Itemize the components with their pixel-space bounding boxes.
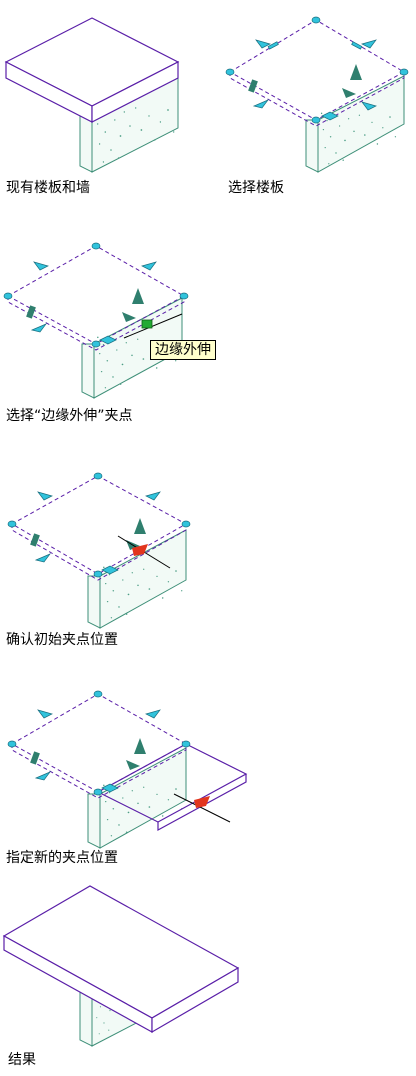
up-arrow-grip[interactable]: [134, 518, 146, 534]
figure-confirm-initial-grip: [7, 472, 191, 629]
figure-existing-slab-and-wall: [4, 17, 180, 173]
edge-arrow-grip[interactable]: [30, 323, 48, 333]
vertex-grip[interactable]: [91, 340, 101, 348]
depth-grip[interactable]: [26, 305, 36, 319]
edge-arrow-grip[interactable]: [145, 491, 161, 501]
selected-overhang-grip[interactable]: [141, 319, 153, 329]
vertex-grip[interactable]: [93, 472, 103, 480]
selected-slab-outline: [6, 245, 186, 345]
tooltip-edge-overhang: 边缘外伸: [150, 340, 216, 360]
caption-specify-new-grip: 指定新的夹点位置: [6, 850, 118, 866]
vertex-grip[interactable]: [93, 690, 103, 698]
vertex-grip[interactable]: [181, 520, 191, 528]
caption-select-overhang-grip: 选择“边缘外伸”夹点: [6, 408, 133, 424]
diag-arrow-grip[interactable]: [122, 312, 136, 322]
hot-grip[interactable]: [194, 796, 210, 808]
edge-arrow-grip[interactable]: [252, 99, 270, 109]
cursor-line: [123, 313, 183, 339]
up-arrow-grip[interactable]: [134, 738, 146, 754]
selected-slab-outline: [10, 693, 188, 793]
selected-slab-edge: [7, 296, 185, 351]
slab-front-edge: [151, 966, 239, 1034]
edge-overhang-grip[interactable]: [321, 111, 339, 121]
vertex-grip[interactable]: [179, 292, 189, 300]
figure-specify-new-grip: [7, 690, 248, 849]
edge-arrow-grip[interactable]: [37, 709, 53, 719]
vertex-grip[interactable]: [3, 292, 13, 300]
caption-select-slab: 选择楼板: [228, 180, 284, 196]
edge-arrow-grip[interactable]: [34, 771, 52, 781]
vertex-grip[interactable]: [399, 68, 409, 76]
edge-midpoint-grip[interactable]: [351, 41, 363, 50]
depth-grip[interactable]: [248, 79, 258, 93]
edge-arrow-grip[interactable]: [255, 39, 271, 49]
vertex-grip[interactable]: [311, 116, 321, 124]
caption-confirm-initial-grip: 确认初始夹点位置: [6, 632, 118, 648]
edge-overhang-grip[interactable]: [99, 335, 117, 345]
edge-overhang-grip[interactable]: [101, 783, 119, 793]
wall-front-face: [99, 747, 187, 849]
vertex-grip[interactable]: [181, 740, 191, 748]
selected-slab-outline: [229, 19, 406, 121]
wall-left-face: [305, 119, 319, 173]
edge-arrow-grip[interactable]: [361, 101, 377, 111]
cursor-line: [173, 793, 231, 823]
wall-left-face: [87, 793, 101, 849]
figure-result: [2, 885, 240, 1047]
vertex-grip[interactable]: [7, 520, 17, 528]
vertex-grip[interactable]: [91, 242, 101, 250]
figure-select-slab: [225, 16, 409, 173]
edge-arrow-grip[interactable]: [37, 491, 53, 501]
edge-arrow-grip[interactable]: [141, 261, 157, 271]
caption-existing-slab-and-wall: 现有楼板和墙: [6, 180, 90, 196]
up-arrow-grip[interactable]: [132, 288, 144, 304]
vertex-grip[interactable]: [93, 788, 103, 796]
depth-grip[interactable]: [30, 751, 40, 765]
figure-select-overhang-grip: [3, 242, 189, 399]
selected-slab-edge: [11, 524, 187, 581]
edge-arrow-grip[interactable]: [33, 261, 49, 271]
wall-left-face: [81, 343, 95, 399]
edge-arrow-grip[interactable]: [34, 553, 52, 563]
edge-overhang-grip[interactable]: [101, 565, 119, 575]
edge-midpoint-grip[interactable]: [267, 41, 279, 50]
diag-arrow-grip[interactable]: [126, 760, 140, 770]
wall-left-face: [87, 575, 101, 629]
vertex-grip[interactable]: [7, 740, 17, 748]
up-arrow-grip[interactable]: [350, 64, 362, 80]
vertex-grip[interactable]: [225, 68, 235, 76]
selected-slab-edge: [11, 744, 187, 799]
diag-arrow-grip[interactable]: [342, 88, 356, 98]
caption-result: 结果: [8, 1052, 36, 1068]
wall-front-face: [317, 75, 405, 173]
vertex-grip[interactable]: [93, 570, 103, 578]
vertex-grip[interactable]: [311, 16, 321, 24]
depth-grip[interactable]: [30, 533, 40, 547]
wall-front-face: [99, 529, 187, 629]
edge-arrow-grip[interactable]: [361, 39, 377, 49]
edge-arrow-grip[interactable]: [145, 709, 161, 719]
selected-slab-edge: [229, 72, 405, 127]
hot-grip[interactable]: [132, 544, 148, 556]
slab-front-edge: [91, 61, 179, 123]
